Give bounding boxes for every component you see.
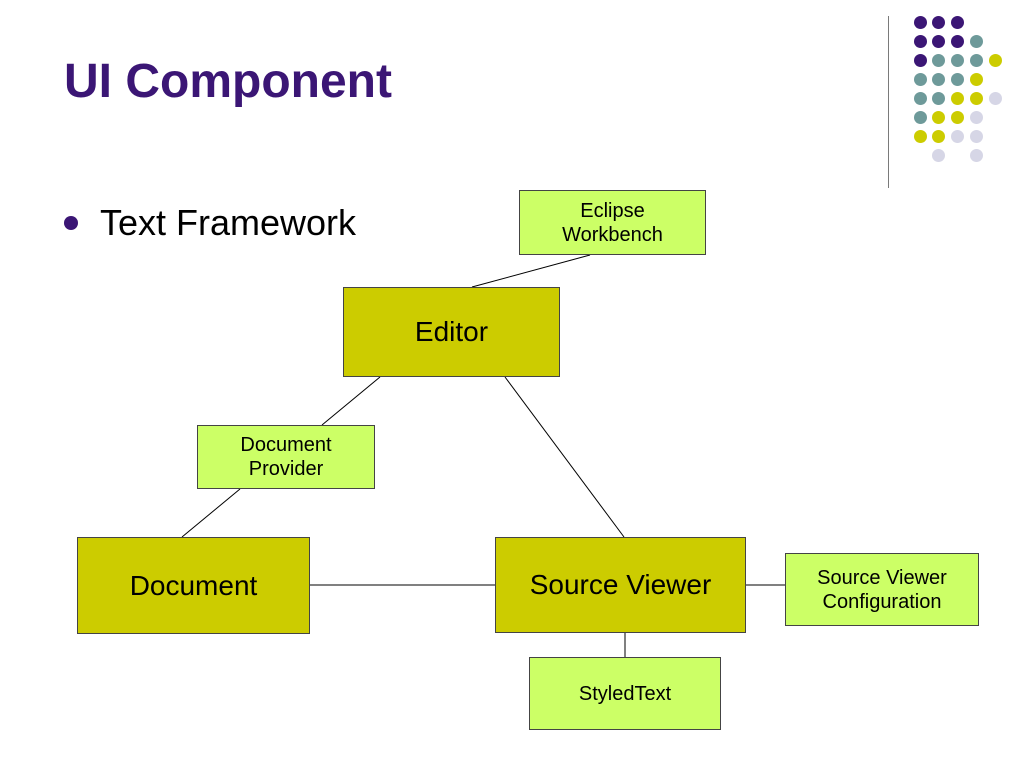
decorative-divider	[888, 16, 889, 188]
decorative-dot	[932, 130, 945, 143]
decorative-dot	[914, 73, 927, 86]
decorative-dot	[989, 54, 1002, 67]
node-label: Source Viewer	[529, 569, 712, 601]
decorative-dot	[951, 111, 964, 124]
bullet-icon	[64, 216, 78, 230]
edge-workbench-editor	[471, 254, 591, 288]
edge-document-provider-document	[181, 488, 241, 538]
node-label: Document	[129, 569, 258, 601]
decorative-dot	[970, 111, 983, 124]
decorative-dot	[970, 149, 983, 162]
decorative-dot	[914, 92, 927, 105]
decorative-dot	[932, 149, 945, 162]
decorative-dot	[951, 92, 964, 105]
node-document-provider: Document Provider	[197, 425, 375, 489]
decorative-dot	[951, 73, 964, 86]
decorative-dot	[951, 54, 964, 67]
decorative-dot	[914, 111, 927, 124]
decorative-dot	[951, 35, 964, 48]
node-eclipse-workbench: Eclipse Workbench	[519, 190, 706, 255]
bullet-text: Text Framework	[100, 202, 357, 243]
decorative-dot	[970, 92, 983, 105]
decorative-dot	[951, 16, 964, 29]
slide-title: UI Component	[64, 55, 392, 108]
decorative-dot	[932, 54, 945, 67]
decorative-dot	[914, 35, 927, 48]
bullet-item: Text Framework	[64, 202, 356, 244]
node-label: Editor	[414, 316, 489, 348]
decorative-dot	[970, 130, 983, 143]
node-label: StyledText	[578, 682, 672, 705]
decorative-dot	[970, 35, 983, 48]
node-source-viewer-configuration: Source Viewer Configuration	[785, 553, 979, 626]
decorative-dot	[914, 16, 927, 29]
node-styled-text: StyledText	[529, 657, 721, 730]
decorative-dot	[932, 92, 945, 105]
node-label: Source Viewer Configuration	[817, 566, 947, 613]
edge-editor-source-viewer	[504, 376, 625, 538]
decorative-dot	[970, 54, 983, 67]
decorative-dot	[932, 111, 945, 124]
edge-editor-document-provider	[321, 376, 381, 426]
decorative-dot	[914, 130, 927, 143]
node-editor: Editor	[343, 287, 560, 377]
node-label: Eclipse Workbench	[562, 199, 663, 246]
decorative-dot	[932, 73, 945, 86]
decorative-dot	[970, 73, 983, 86]
decorative-dot	[932, 16, 945, 29]
decorative-dot	[914, 54, 927, 67]
decorative-dot	[932, 35, 945, 48]
node-source-viewer: Source Viewer	[495, 537, 746, 633]
node-document: Document	[77, 537, 310, 634]
decorative-dot-grid	[0, 0, 1024, 200]
decorative-dot	[951, 130, 964, 143]
node-label: Document Provider	[240, 434, 332, 480]
decorative-dot	[989, 92, 1002, 105]
